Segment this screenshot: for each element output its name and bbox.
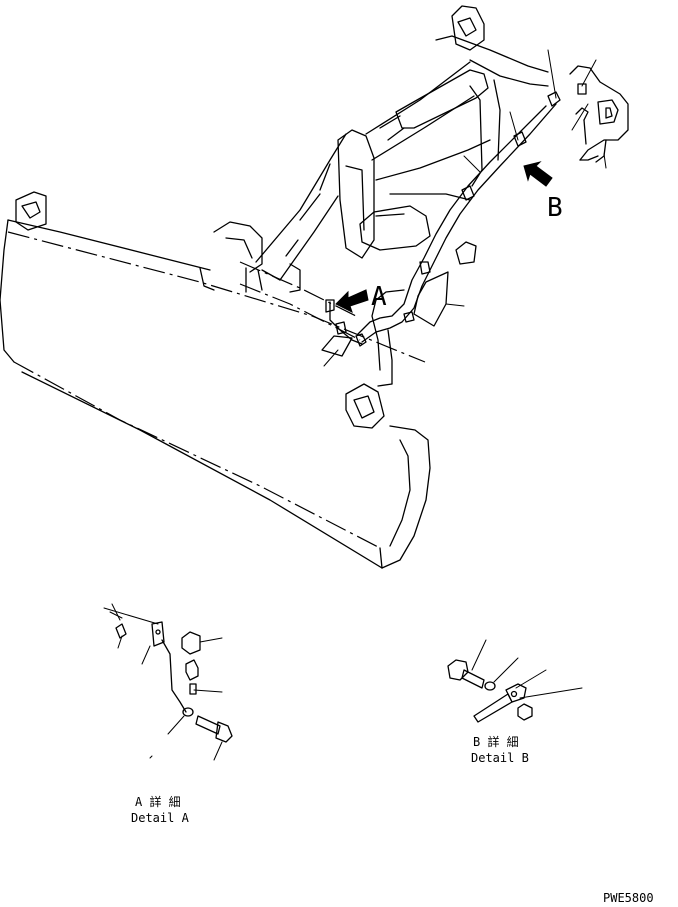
- detail-a-title: A 詳 細: [135, 794, 181, 809]
- detail-b-caption: B 詳 細 Detail B: [471, 734, 529, 765]
- callout-b-label: B: [547, 193, 563, 223]
- solid-arrow-icon: [523, 161, 553, 187]
- callout-a-label: A: [371, 282, 387, 312]
- view-arrow-b: [523, 161, 553, 187]
- hose-routing: [321, 49, 607, 367]
- view-arrow-a: [335, 289, 369, 313]
- drawing-code: PWE5800: [603, 891, 654, 905]
- detail-a-caption: A 詳 細 Detail A: [131, 794, 190, 825]
- detail-a-subtitle: Detail A: [131, 811, 190, 825]
- detail-a-drawing: [103, 603, 233, 761]
- lift-frame: [239, 5, 629, 387]
- solid-arrow-icon: [335, 289, 369, 313]
- detail-b-drawing: [447, 639, 583, 723]
- dozer-blade: [0, 191, 431, 569]
- detail-b-subtitle: Detail B: [471, 751, 529, 765]
- detail-b-title: B 詳 細: [473, 734, 519, 749]
